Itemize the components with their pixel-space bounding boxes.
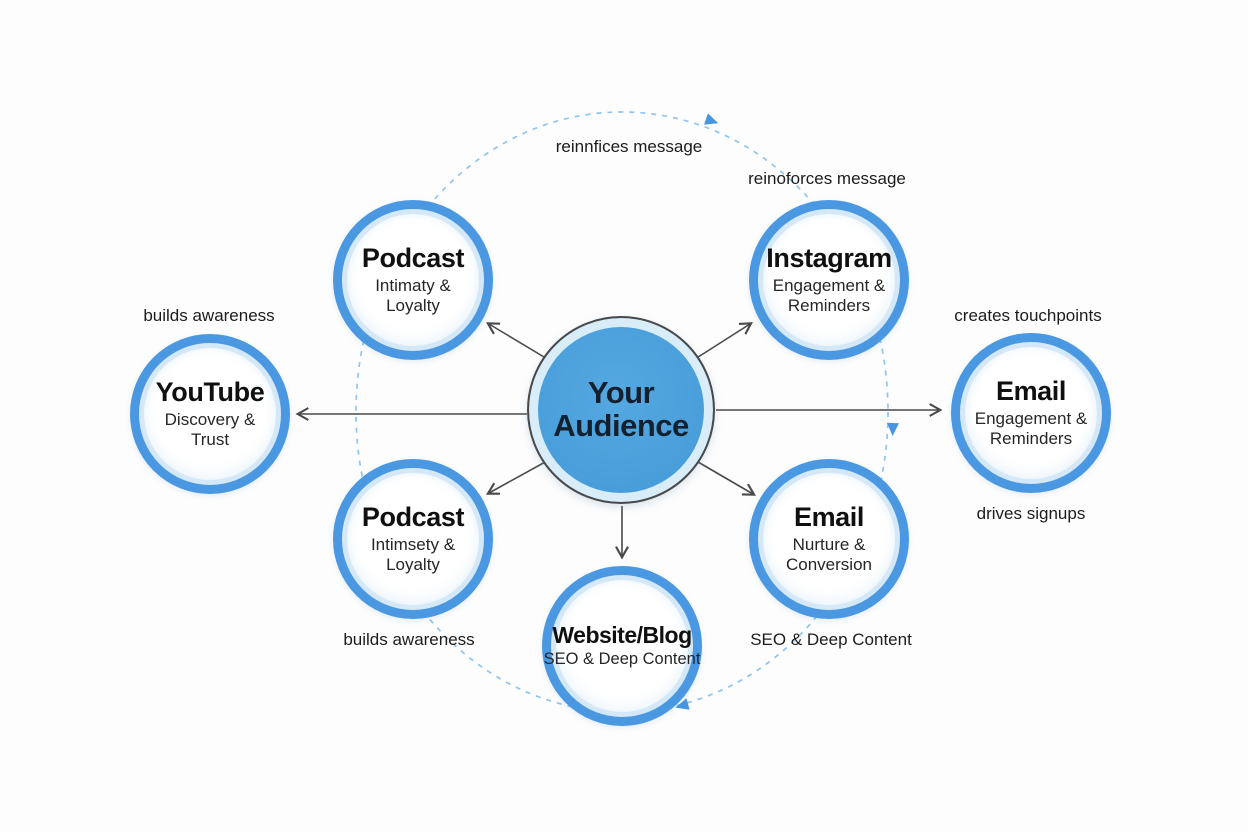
- label-builds-awareness-left: builds awareness: [143, 306, 275, 325]
- label-seo-deep-content: SEO & Deep Content: [750, 630, 912, 649]
- label-reinforces-message-top: reinnfices message: [555, 137, 703, 156]
- spoke-to-email-bottom: [697, 461, 757, 496]
- flow-arrowhead-top-icon: [704, 113, 719, 125]
- node-instagram-subtitle: Engagement & Reminders: [772, 275, 886, 315]
- node-email-right-subtitle: Engagement & Reminders: [974, 408, 1088, 448]
- node-your-audience: Your Audience: [527, 316, 715, 504]
- center-title-line2: Audience: [553, 408, 689, 443]
- node-email-bottom: Email Nurture & Conversion: [749, 459, 909, 619]
- node-podcast-bottom-title: Podcast: [361, 502, 465, 533]
- node-youtube-title: YouTube: [155, 377, 265, 408]
- node-youtube-subtitle: Discovery & Trust: [164, 409, 256, 449]
- node-podcast-bottom: Podcast Intimsety & Loyalty: [333, 459, 493, 619]
- label-drives-signups: drives signups: [976, 504, 1086, 523]
- label-reinforces-message-right: reinoforces message: [748, 169, 906, 188]
- node-youtube: YouTube Discovery & Trust: [130, 334, 290, 494]
- node-email-bottom-title: Email: [793, 502, 865, 533]
- node-email-bottom-subtitle: Nurture & Conversion: [786, 534, 872, 574]
- node-instagram: Instagram Engagement & Reminders: [749, 200, 909, 360]
- node-podcast-top-title: Podcast: [361, 243, 465, 274]
- spoke-to-podcast-bottom: [485, 460, 548, 495]
- node-podcast-top-subtitle: Intimaty & Loyalty: [375, 275, 451, 315]
- node-website-blog-subtitle: SEO & Deep Content: [543, 649, 701, 668]
- spoke-to-instagram: [694, 322, 753, 360]
- node-website-blog: Website/Blog SEO & Deep Content: [542, 566, 702, 726]
- flow-arrowhead-right-icon: [887, 422, 899, 436]
- node-podcast-bottom-subtitle: Intimsety & Loyalty: [370, 534, 456, 574]
- spoke-to-podcast-top: [485, 322, 550, 361]
- flow-arrowhead-bottom-icon: [675, 698, 690, 710]
- node-podcast-top: Podcast Intimaty & Loyalty: [333, 200, 493, 360]
- node-email-right-title: Email: [995, 376, 1067, 407]
- center-title-line1: Your: [587, 375, 655, 411]
- label-builds-awareness-bottom: builds awareness: [343, 630, 475, 649]
- label-creates-touchpoints: creates touchpoints: [954, 306, 1102, 325]
- node-instagram-title: Instagram: [766, 243, 892, 274]
- node-email-right: Email Engagement & Reminders: [951, 333, 1111, 493]
- node-website-blog-title: Website/Blog: [552, 621, 692, 648]
